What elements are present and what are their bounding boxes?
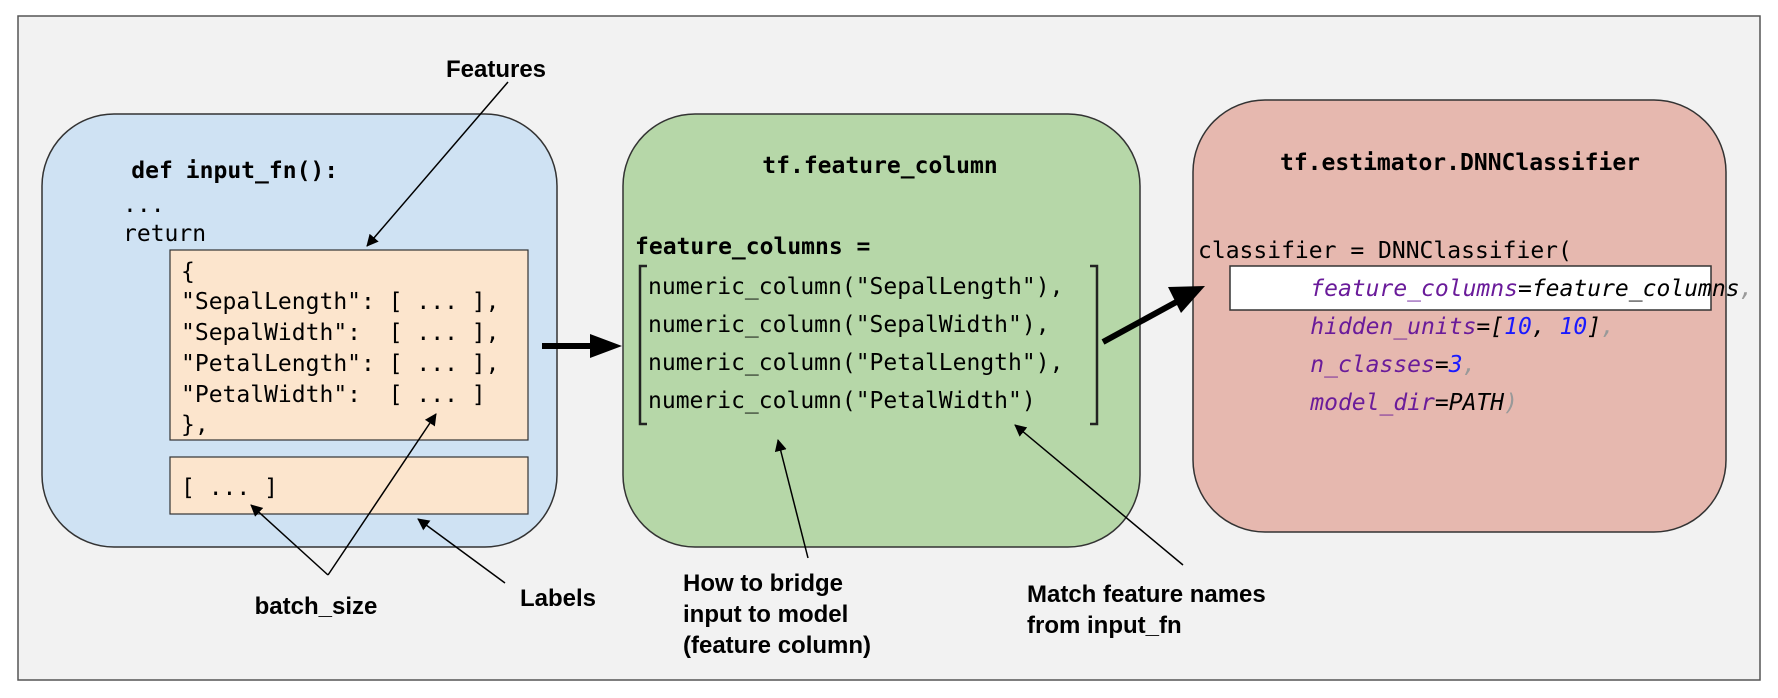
numeric-column-line-1: numeric_column("SepalWidth"),: [648, 312, 1050, 338]
feature-column-box: [622, 113, 1141, 548]
features-line-5: },: [181, 412, 209, 438]
features-line-2: "SepalWidth": [ ... ],: [181, 320, 500, 346]
labels-list-box: [169, 456, 529, 515]
flow-arrow-feature-column-to-classifier: [1101, 286, 1205, 345]
features-line-0: {: [181, 259, 195, 285]
features-line-3: "PetalLength": [ ... ],: [181, 351, 500, 377]
numeric-column-line-3: numeric_column("PetalWidth"): [648, 388, 1036, 414]
features-dict-box: [169, 249, 529, 441]
batch-size-pointer-arrow-features: [327, 413, 437, 576]
bridge-annotation-line-1: input to model: [683, 601, 848, 628]
features-pointer-arrow: [366, 81, 509, 247]
labels-pointer-arrow: [417, 518, 506, 584]
arg-feature-columns: feature_columns=feature_columns,: [1241, 276, 1778, 302]
features-line-1: "SepalLength": [ ... ],: [181, 289, 500, 315]
feature-columns-arg-highlight: [1229, 265, 1712, 311]
match-annotation-line-1: from input_fn: [1027, 612, 1182, 639]
features-line-4: "PetalWidth": [ ... ]: [181, 382, 486, 408]
features-annotation: Features: [446, 56, 546, 83]
classifier-title: tf.estimator.DNNClassifier: [1280, 150, 1640, 176]
ellipsis-line: ...: [123, 192, 165, 218]
arg-n-classes: n_classes=3,: [1241, 352, 1518, 378]
bridge-annotation-line-0: How to bridge: [683, 570, 843, 597]
bridge-annotation-line-2: (feature column): [683, 632, 871, 659]
list-left-bracket: [638, 264, 647, 426]
numeric-column-line-0: numeric_column("SepalLength"),: [648, 274, 1063, 300]
labels-line: [ ... ]: [181, 475, 278, 501]
bridge-pointer-arrow: [774, 439, 809, 559]
batch-size-annotation: batch_size: [255, 593, 378, 620]
labels-annotation: Labels: [520, 585, 596, 612]
classifier-assign: classifier = DNNClassifier(: [1198, 238, 1572, 264]
arg-model-dir: model_dir=PATH): [1241, 390, 1560, 416]
arg-hidden-units: hidden_units=[10, 10],: [1241, 314, 1657, 340]
feature-column-title: tf.feature_column: [762, 153, 997, 179]
match-annotation-line-0: Match feature names: [1027, 581, 1266, 608]
feature-columns-assign: feature_columns =: [635, 234, 870, 260]
flow-arrow-input-to-feature-column: [542, 334, 622, 358]
batch-size-pointer-arrow-labels: [250, 504, 329, 576]
numeric-column-line-2: numeric_column("PetalLength"),: [648, 350, 1063, 376]
return-line: return: [123, 221, 206, 247]
list-right-bracket: [1090, 264, 1099, 426]
match-names-pointer-arrow: [1014, 424, 1184, 566]
classifier-box: [1192, 99, 1727, 533]
